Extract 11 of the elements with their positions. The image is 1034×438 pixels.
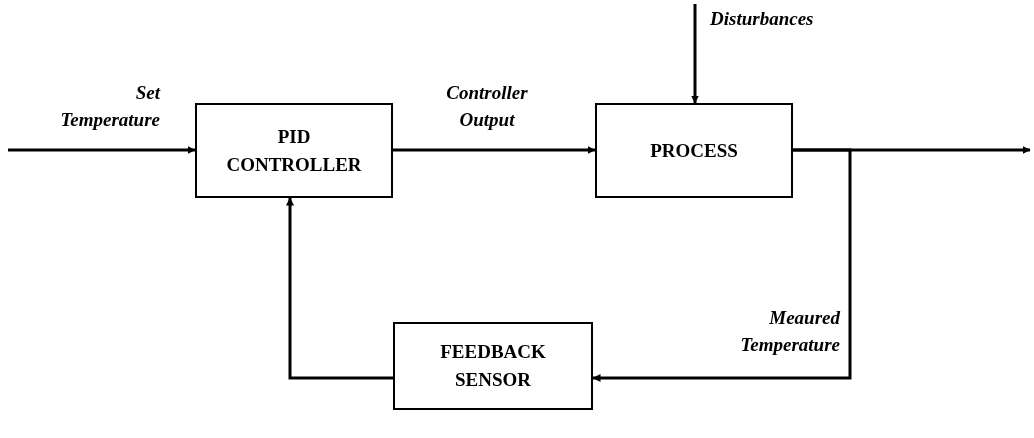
arrow [286,197,393,380]
block-label: PROCESS [650,138,738,163]
arrow [592,148,852,382]
block-label: FEEDBACK SENSOR [439,340,547,392]
arrow [393,146,596,154]
arrow [691,4,699,104]
arrow [8,146,196,154]
block-label: PID CONTROLLER [225,124,363,177]
block-box [595,103,793,198]
block-box [195,103,393,198]
block-box [393,322,593,410]
